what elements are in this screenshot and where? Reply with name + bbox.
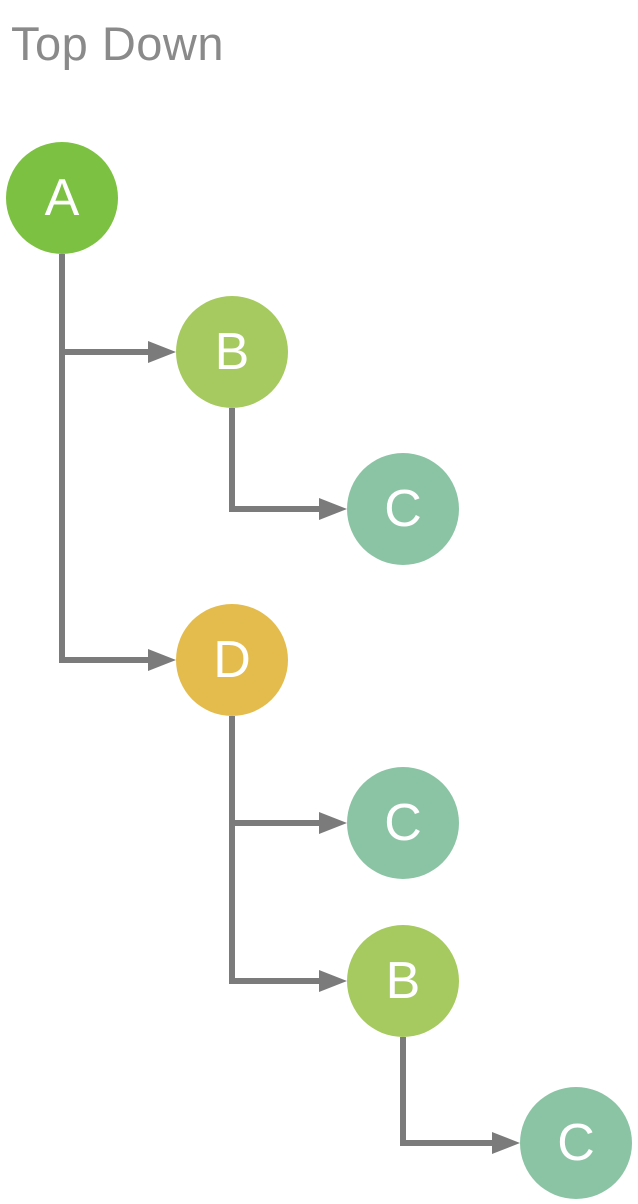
node-C1: C	[347, 453, 459, 565]
node-label: B	[214, 323, 250, 381]
diagram-title: Top Down	[11, 17, 224, 70]
node-B1: B	[176, 296, 288, 408]
node-label: C	[384, 794, 422, 852]
node-D: D	[176, 604, 288, 716]
edge-B2-C3	[400, 1037, 492, 1146]
node-label: C	[557, 1114, 595, 1172]
arrowhead-B1-C1	[319, 498, 347, 520]
node-C3: C	[520, 1087, 632, 1199]
node-label: D	[213, 631, 251, 689]
node-C2: C	[347, 767, 459, 879]
arrowhead-A-D	[148, 649, 176, 671]
arrowhead-D-B2	[319, 970, 347, 992]
arrowhead-B2-C3	[492, 1132, 520, 1154]
edge-D-B2	[229, 716, 319, 984]
node-label: C	[384, 480, 422, 538]
arrowhead-D-C2	[319, 812, 347, 834]
edge-A-D	[59, 254, 148, 663]
node-A: A	[6, 142, 118, 254]
edge-B1-C1	[229, 408, 319, 512]
edge-D-C2	[229, 716, 319, 826]
arrowhead-A-B1	[148, 341, 176, 363]
node-B2: B	[347, 925, 459, 1037]
node-label: B	[385, 952, 421, 1010]
edge-A-B1	[59, 254, 148, 355]
node-label: A	[44, 169, 80, 227]
